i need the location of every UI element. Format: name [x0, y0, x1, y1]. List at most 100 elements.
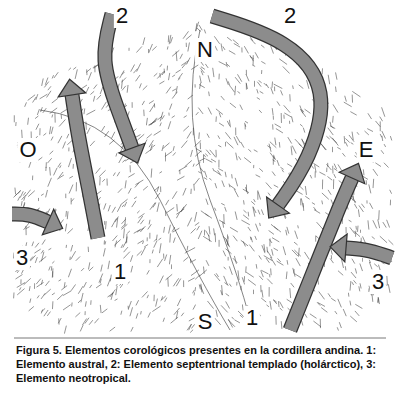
relief-stroke: [61, 109, 67, 113]
relief-stroke: [90, 91, 94, 94]
relief-stroke: [219, 61, 227, 65]
relief-stroke: [355, 311, 359, 316]
relief-stroke: [338, 271, 343, 276]
relief-stroke: [117, 172, 120, 176]
relief-stroke: [149, 101, 154, 104]
relief-stroke: [24, 278, 31, 284]
relief-stroke: [134, 197, 137, 199]
callout-number: 3: [370, 270, 386, 294]
relief-stroke: [223, 251, 226, 257]
relief-stroke: [261, 209, 263, 215]
relief-stroke: [231, 174, 233, 178]
relief-stroke: [245, 266, 246, 272]
relief-stroke: [357, 226, 359, 232]
relief-stroke: [261, 270, 268, 274]
relief-stroke: [286, 272, 288, 279]
relief-stroke: [117, 205, 121, 212]
relief-stroke: [140, 220, 143, 224]
relief-stroke: [115, 299, 118, 301]
relief-stroke: [68, 229, 73, 234]
relief-stroke: [152, 250, 153, 254]
relief-stroke: [245, 124, 246, 129]
relief-stroke: [28, 95, 35, 101]
relief-stroke: [322, 68, 323, 74]
relief-stroke: [75, 69, 77, 79]
relief-stroke: [67, 134, 69, 138]
relief-stroke: [94, 318, 98, 323]
relief-stroke: [390, 200, 391, 206]
relief-stroke: [305, 196, 309, 199]
relief-stroke: [136, 46, 142, 52]
migration-arrow: [105, 14, 145, 163]
relief-stroke: [387, 220, 390, 228]
relief-stroke: [167, 278, 168, 287]
relief-stroke: [270, 153, 275, 160]
relief-stroke: [151, 145, 155, 148]
relief-stroke: [266, 183, 272, 189]
relief-stroke: [68, 269, 71, 278]
relief-stroke: [229, 51, 235, 55]
relief-stroke: [243, 241, 245, 246]
relief-stroke: [255, 236, 257, 240]
relief-stroke: [218, 74, 219, 80]
relief-stroke: [200, 76, 202, 83]
relief-stroke: [180, 54, 183, 59]
relief-stroke: [219, 240, 220, 247]
relief-stroke: [124, 247, 128, 252]
relief-stroke: [199, 270, 206, 276]
relief-stroke: [345, 138, 349, 142]
relief-stroke: [87, 128, 90, 134]
relief-stroke: [69, 185, 73, 194]
relief-stroke: [37, 295, 39, 298]
relief-stroke: [362, 258, 363, 262]
relief-stroke: [203, 267, 205, 274]
relief-stroke: [208, 75, 210, 82]
relief-stroke: [337, 327, 338, 330]
relief-stroke: [149, 259, 150, 263]
relief-stroke: [166, 200, 169, 205]
relief-stroke: [153, 295, 154, 301]
relief-stroke: [71, 302, 72, 306]
relief-stroke: [243, 200, 245, 204]
relief-stroke: [58, 163, 61, 168]
relief-stroke: [218, 170, 222, 175]
relief-stroke: [257, 97, 260, 99]
relief-stroke: [218, 145, 221, 147]
relief-stroke: [297, 191, 303, 194]
relief-stroke: [286, 230, 287, 236]
relief-stroke: [319, 172, 325, 175]
relief-stroke: [373, 220, 377, 228]
relief-stroke: [165, 254, 167, 260]
migration-arrow: [12, 209, 63, 235]
relief-stroke: [300, 105, 303, 113]
relief-stroke: [24, 195, 26, 201]
relief-stroke: [271, 224, 278, 230]
relief-stroke: [295, 139, 301, 146]
relief-stroke: [146, 149, 153, 154]
relief-stroke: [327, 176, 332, 180]
relief-stroke: [210, 150, 216, 158]
relief-stroke: [38, 198, 39, 201]
relief-stroke: [71, 198, 72, 204]
relief-stroke: [32, 242, 34, 247]
relief-stroke: [147, 237, 148, 241]
relief-stroke: [147, 270, 149, 274]
relief-stroke: [215, 183, 217, 188]
compass-letter: O: [17, 138, 38, 162]
relief-stroke: [322, 193, 329, 199]
relief-stroke: [42, 240, 45, 245]
relief-stroke: [88, 72, 91, 80]
relief-stroke: [245, 121, 248, 123]
relief-stroke: [283, 246, 286, 255]
relief-stroke: [194, 292, 196, 295]
relief-stroke: [349, 220, 352, 222]
relief-stroke: [21, 201, 23, 206]
relief-stroke: [69, 68, 71, 70]
relief-stroke: [274, 248, 278, 250]
relief-stroke: [191, 228, 196, 233]
relief-stroke: [224, 276, 228, 285]
relief-stroke: [25, 102, 27, 106]
relief-stroke: [270, 257, 275, 265]
relief-stroke: [160, 123, 161, 127]
relief-stroke: [26, 190, 31, 196]
